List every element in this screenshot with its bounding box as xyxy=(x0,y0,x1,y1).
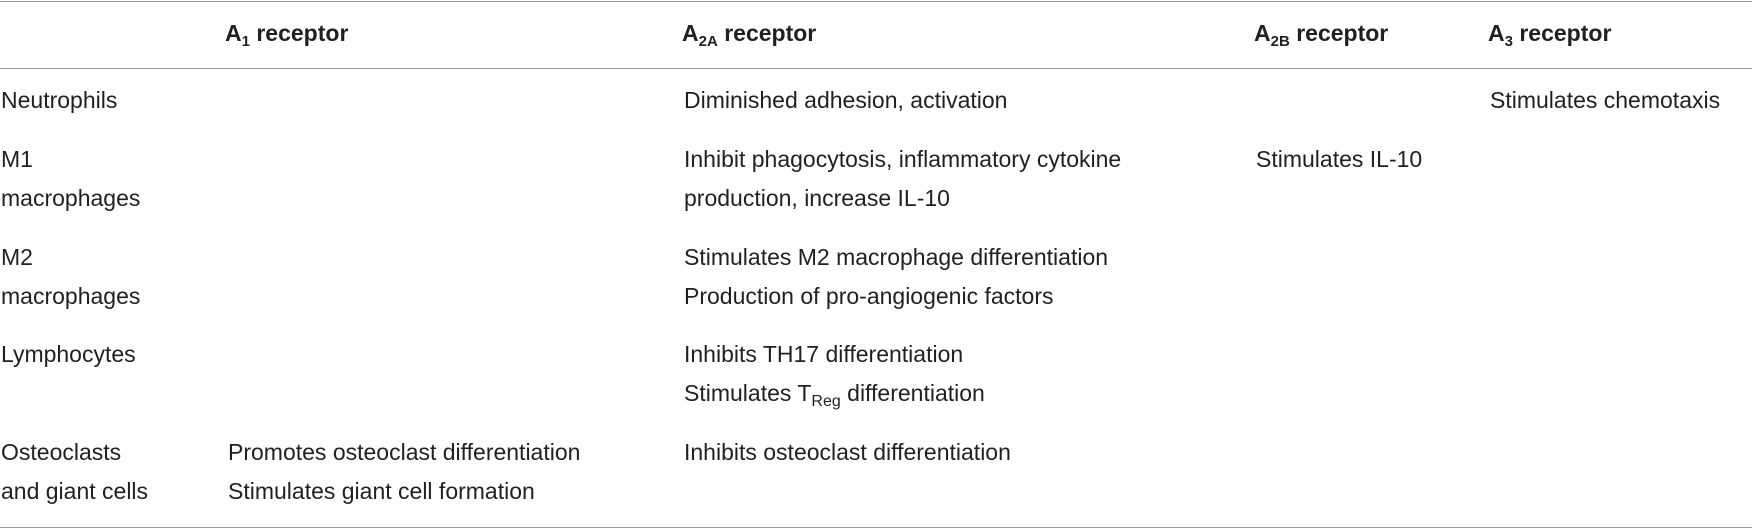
row-neutrophils-cell-type: Neutrophils xyxy=(1,87,118,113)
row-m1-a2a: Inhibit phagocytosis, inflammatory cytok… xyxy=(684,146,1122,211)
table-bottom-rule xyxy=(0,527,1752,528)
row-m2-cell-type: M2 macrophages xyxy=(1,244,141,309)
row-lymphocytes-cell-type: Lymphocytes xyxy=(1,341,136,367)
header-a2b-receptor: A2B receptor xyxy=(1254,20,1389,50)
row-osteoclasts-a1: Promotes osteoclast differentiation Stim… xyxy=(228,439,581,504)
header-a1-receptor: A1 receptor xyxy=(225,20,349,50)
header-bottom-rule xyxy=(0,68,1752,69)
row-osteoclasts-cell-type: Osteoclasts and giant cells xyxy=(1,439,149,504)
header-a2a-receptor: A2A receptor xyxy=(682,20,817,50)
row-m1-cell-type: M1 macrophages xyxy=(1,146,141,211)
row-lymphocytes-a2a: Inhibits TH17 differentiation Stimulates… xyxy=(684,341,985,410)
row-neutrophils-a2a: Diminished adhesion, activation xyxy=(684,87,1008,113)
row-m2-a2a: Stimulates M2 macrophage differentiation… xyxy=(684,244,1109,309)
row-osteoclasts-a2a: Inhibits osteoclast differentiation xyxy=(684,439,1011,465)
row-neutrophils-a3: Stimulates chemotaxis xyxy=(1490,87,1721,113)
table-top-rule xyxy=(0,1,1752,2)
row-m1-a2b: Stimulates IL-10 xyxy=(1256,146,1423,172)
header-a3-receptor: A3 receptor xyxy=(1488,20,1612,50)
